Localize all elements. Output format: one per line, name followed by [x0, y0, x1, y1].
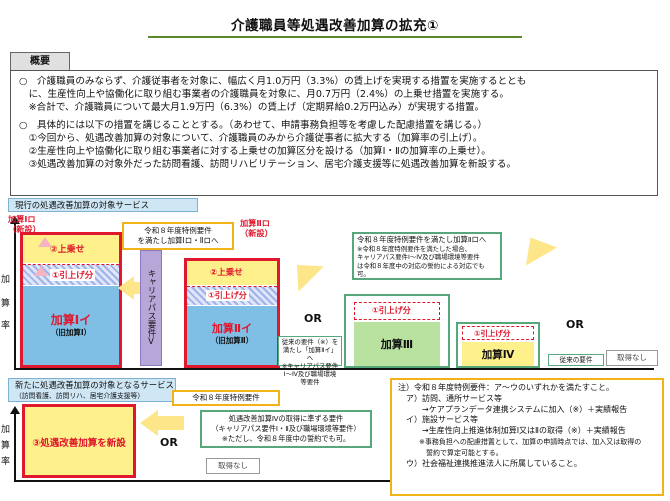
section1-y-axis: [14, 222, 16, 368]
callout-r8-line2: を満たし加算Ⅰロ・Ⅱロへ: [137, 236, 219, 245]
note-line: →ケアプランデータ連携システムに加入（※）＋実績報告: [398, 404, 628, 414]
section2-x-axis: [14, 480, 390, 482]
kasan2-dashed-line: [187, 286, 277, 287]
none-box-1: 取得なし: [606, 350, 658, 366]
kasan3-hikiage-label: ①引上げ分: [372, 306, 411, 315]
section1-x-axis: [14, 368, 654, 370]
callout-r8-section2: 令和８年度特例要件: [172, 390, 280, 406]
callout-r8-line1: 令和８年度特例要件: [144, 226, 212, 235]
req-box-section2: 処遇改善加算Ⅳの取得に準ずる要件 （キャリアパス要件Ⅰ・Ⅱ及び職場環境等要件） …: [200, 410, 372, 448]
old-req-note2: ※キャリアパス要件Ⅰ～Ⅳ及び職場環境等要件: [281, 362, 339, 386]
kasan2-ro-tag-line2: （新設）: [240, 228, 273, 238]
left-arrow-icon: [118, 276, 134, 300]
page-title: 介護職員等処遇改善加算の拡充①: [231, 18, 439, 34]
note-line: ウ）社会福祉連携推進法人に所属していること。: [398, 458, 582, 468]
axis-label-char: 算: [1, 299, 11, 309]
career-path-bar: キャリアパス要件Ⅴ: [140, 250, 162, 366]
kasan4-block: [462, 342, 534, 366]
or-label-3: OR: [160, 436, 178, 449]
req-line2: （キャリアパス要件Ⅰ・Ⅱ及び職場環境等要件）: [211, 424, 361, 433]
section1-header: 現行の処遇改善加算の対象サービス: [8, 198, 198, 212]
kasan3-label: 加算Ⅲ: [380, 338, 414, 351]
axis-arrow-icon: [10, 216, 20, 224]
req-line3: ※ただし、令和８年度中の誓約でも可。: [221, 434, 351, 443]
callout2-line3: キャリアパス要件Ⅰ～Ⅳ及び職場環境等要件: [357, 253, 480, 262]
kasan1-ro-tag: 加算Ⅰロ （新設）: [8, 214, 52, 234]
or-label-1: OR: [304, 312, 322, 325]
kasan2-ro-frame: [184, 258, 280, 368]
up-arrow-icon: [38, 237, 52, 247]
kasan1-dashed-line: [23, 264, 119, 265]
kasan3-block: [354, 322, 440, 366]
kasan2-hikiage-label: ①引上げ分: [206, 290, 249, 301]
kasan2-i-sub: （旧加算Ⅱ）: [210, 336, 254, 345]
old-req-box: 従来の要件（※）を満たし「加算Ⅱイ」へ ※キャリアパス要件Ⅰ～Ⅳ及び職場環境等要…: [278, 336, 342, 386]
overview-line: に、生産性向上や協働化に取り組む事業者の介護職員を対象に、月0.7万円（2.4%…: [19, 89, 509, 101]
callout-r8-kasan2ro: 令和８年度特例要件を満たし加算Ⅱロへ ※令和８年度特例要件を満たした場合、 キャ…: [352, 232, 502, 280]
overview-line: ○ 介護職員のみならず、介護従事者を対象に、幅広く月1.0万円（3.3%）の賃上…: [19, 76, 527, 87]
kasan3-hikiage-block: [354, 302, 440, 320]
kasan1-i-block: [23, 286, 119, 365]
overview-box: ○ 介護職員のみならず、介護従事者を対象に、幅広く月1.0万円（3.3%）の賃上…: [10, 70, 658, 196]
note-line: 誓約で算定可能とする。: [398, 448, 503, 457]
axis-arrow-icon: [10, 406, 20, 414]
arrow-shaft: [158, 416, 184, 430]
left-arrow-icon: [140, 410, 158, 436]
axis-label-char: 算: [1, 441, 11, 451]
old-req-note: 従来の要件（※）を満たし「加算Ⅱイ」へ: [281, 338, 339, 362]
axis-label-char: 加: [1, 275, 11, 285]
new-kasan-box: [22, 404, 136, 478]
kasan3-frame: [344, 294, 450, 368]
kasan2-i-block: [187, 306, 277, 365]
old-req-small: 従来の要件: [548, 354, 604, 366]
callout2-line1: 令和８年度特例要件を満たし加算Ⅱロへ: [357, 235, 487, 244]
kasan2-uwanose-block: [187, 261, 277, 285]
note-line: イ）施設サービス等: [398, 415, 478, 425]
overview-line: ③処遇改善加算の対象外だった訪問看護、訪問リハビリテーション、居宅介護支援等に処…: [19, 159, 517, 171]
section2-y-axis: [14, 412, 16, 480]
kasan1-i-sub: （旧加算Ⅰ）: [50, 328, 92, 337]
kasan1-ro-tag-line2: （新設）: [8, 224, 41, 234]
note-line: 注）令和８年度特例要件：ア〜ウのいずれかを満たすこと。: [398, 383, 614, 392]
kasan4-hikiage-label: ①引上げ分: [474, 329, 511, 338]
overview-line: ※合計で、介護職員について最大月1.9万円（6.3%）の賃上げ（定期昇給0.2万…: [19, 102, 485, 114]
overview-line: ①今回から、処遇改善加算の対象について、介護職員のみから介護従事者に拡大する（加…: [19, 132, 483, 144]
kasan1-ro-frame: [20, 232, 122, 368]
overview-line: ○ 具体的には以下の措置を講じることとする。（あわせて、申請事務負担等を考慮した…: [19, 119, 488, 131]
section2-header: 新たに処遇改善加算の対象となるサービス （訪問看護、訪問リハ、居宅介護支援等）: [8, 378, 176, 402]
section2-header-sub: （訪問看護、訪問リハ、居宅介護支援等）: [15, 392, 145, 400]
new-kasan-label: ③処遇改善加算を新設: [32, 438, 126, 449]
callout2-line4: は令和８年度中の対応の誓約による対応でも可。: [357, 261, 485, 279]
kasan2-i-label: 加算Ⅱイ: [211, 322, 253, 335]
none-box-2: 取得なし: [206, 458, 260, 474]
notes-box: 注）令和８年度特例要件：ア〜ウのいずれかを満たすこと。 ア）訪問、通所サービス等…: [390, 378, 664, 496]
callout2-line2: ※令和８年度特例要件を満たした場合、: [357, 245, 471, 253]
kasan1-ro-tag-line1: 加算Ⅰロ: [8, 214, 36, 224]
kasan2-ro-tag-line1: 加算Ⅱロ: [240, 218, 270, 228]
note-line: →生産性向上推進体制加算Ⅰ又はⅡの取得（※）＋実績報告: [398, 426, 626, 436]
up-arrow-icon: [34, 266, 48, 276]
axis-label-char: 率: [1, 457, 11, 467]
kasan2-ro-tag: 加算Ⅱロ （新設）: [240, 218, 284, 238]
note-line: ア）訪問、通所サービス等: [398, 393, 502, 403]
req-line1: 処遇改善加算Ⅳの取得に準ずる要件: [228, 414, 344, 423]
kasan4-frame: [456, 322, 540, 368]
kasan4-hikiage-block: [462, 326, 534, 340]
diagonal-arrow-icon: [284, 252, 324, 292]
note-line: ※事務負担への配慮措置として、加算の申請時点では、加入又は取得の: [398, 437, 642, 446]
overview-line: ②生産性向上や協働化に取り組む事業者に対する上乗せの加算区分を設ける（加算Ⅰ・Ⅱ…: [19, 146, 491, 158]
diagonal-arrow-icon: [514, 228, 558, 266]
overview-tab: 概要: [10, 52, 70, 70]
kasan1-i-label: 加算Ⅰイ: [50, 313, 92, 327]
section2-header-title: 新たに処遇改善加算の対象となるサービス: [15, 380, 174, 390]
title-underline: [148, 36, 522, 38]
or-label-2: OR: [566, 318, 584, 331]
kasan1-hikiage-label: ①引上げ分: [50, 269, 96, 281]
kasan2-uwanose-label: ②上乗せ: [210, 268, 243, 278]
kasan1-uwanose-label: ②上乗せ: [50, 245, 85, 255]
axis-label-char: 加: [1, 425, 11, 435]
axis-label-char: 率: [1, 321, 11, 331]
kasan4-label: 加算Ⅳ: [481, 349, 515, 361]
callout-r8-kasan-ro: 令和８年度特例要件 を満たし加算Ⅰロ・Ⅱロへ: [122, 222, 234, 250]
